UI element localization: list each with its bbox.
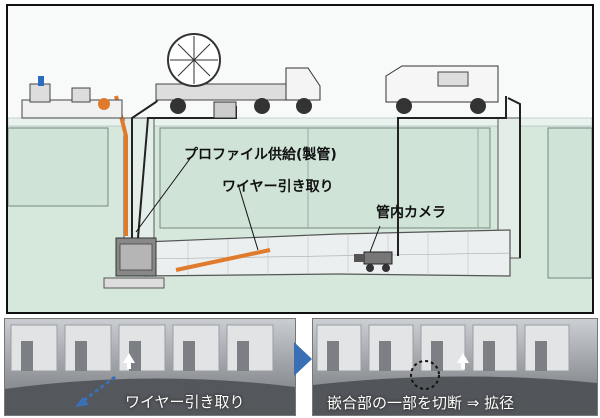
wire-pull-caption: ワイヤー引き取り (125, 393, 245, 411)
wire-pull-label: ワイヤー引き取り (222, 179, 334, 195)
wire-in-pipe (175, 248, 271, 272)
cut-expand-caption: 嵌合部の一部を切断 ⇒ 拡径 (327, 394, 515, 412)
photo-wire-pull-graphic (5, 319, 295, 415)
camera-leader-line (369, 225, 381, 253)
construction-diagram (8, 33, 592, 312)
surface-equipment (21, 76, 123, 119)
profile-leader-line (135, 155, 193, 233)
pipe-camera (354, 251, 393, 272)
winding-machine (103, 237, 165, 289)
camera-cable (397, 96, 507, 256)
road-surface (8, 117, 592, 127)
photo-wire-pull: ワイヤー引き取り (4, 318, 296, 416)
camera-cable-2 (507, 97, 521, 258)
profile-supply-label: プロファイル供給(製管) (184, 147, 337, 163)
main-diagram-panel: プロファイル供給(製管) ワイヤー引き取り 管内カメラ (6, 4, 594, 314)
arrow-right-icon (294, 342, 312, 376)
pipe-camera-label: 管内カメラ (376, 205, 446, 221)
camera-van (385, 65, 499, 114)
truck-with-reel (155, 33, 321, 119)
wire-leader-line (237, 183, 259, 251)
photo-cut-expand-graphic (313, 319, 597, 415)
culvert-segments (8, 127, 592, 279)
photo-cut-expand: 嵌合部の一部を切断 ⇒ 拡径 (312, 318, 598, 416)
